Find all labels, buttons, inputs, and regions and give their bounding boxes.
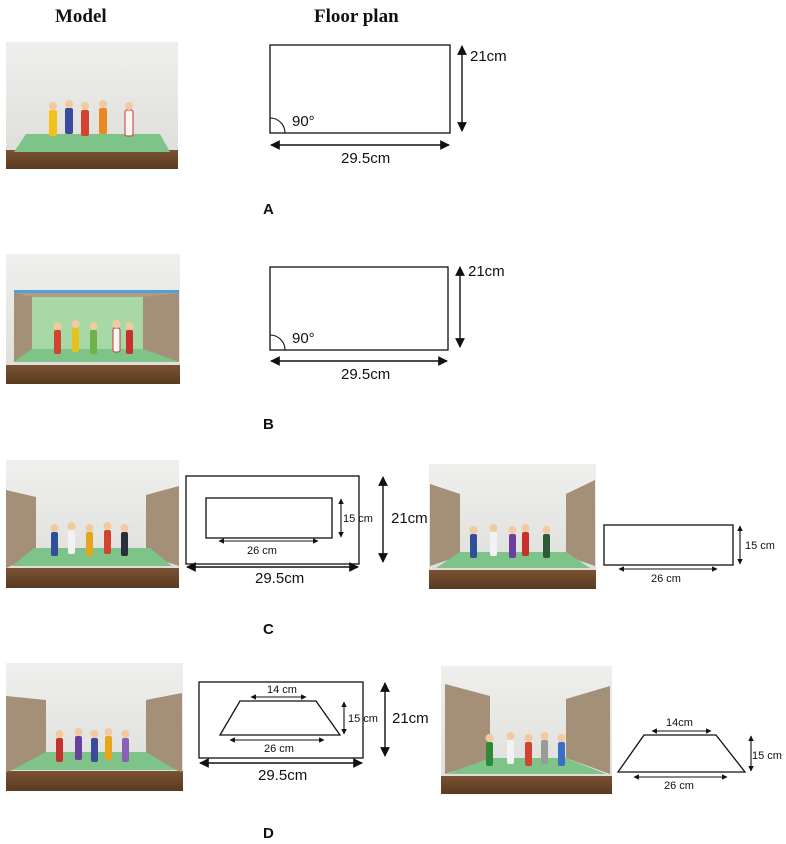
bottom-width-label: 26 cm bbox=[264, 743, 294, 755]
height-label: 21cm bbox=[468, 263, 505, 280]
right-angle-arc bbox=[269, 334, 286, 351]
panel-a-photo bbox=[6, 42, 178, 169]
rectangle-shape bbox=[603, 524, 734, 566]
figures-group bbox=[49, 100, 134, 137]
panel-b-floor-plan: 90° 21cm 29.5cm bbox=[269, 263, 505, 383]
panel-d-floor-plan-left: 14 cm 15 cm 26 cm 21cm 29.5cm bbox=[198, 681, 429, 784]
panel-c-photo-left bbox=[6, 460, 179, 588]
panel-d-photo-right bbox=[441, 666, 612, 794]
bottom-width-label: 26 cm bbox=[664, 780, 694, 792]
panel-label-b: B bbox=[263, 416, 274, 433]
right-angle-arc bbox=[269, 117, 286, 134]
inner-width-label: 26 cm bbox=[247, 545, 277, 557]
top-width-label: 14cm bbox=[666, 717, 693, 729]
rectangle-shape bbox=[269, 266, 449, 351]
panel-c-floor-plan-left: 15 cm 26 cm 21cm 29.5cm bbox=[185, 475, 428, 587]
width-label: 29.5cm bbox=[341, 150, 390, 167]
panel-label-c: C bbox=[263, 621, 274, 638]
inner-height-label: 15 cm bbox=[343, 513, 373, 525]
height-label: 15 cm bbox=[752, 750, 782, 762]
angle-label: 90° bbox=[292, 113, 315, 130]
height-label: 21cm bbox=[470, 48, 507, 65]
width-label: 26 cm bbox=[651, 573, 681, 585]
header-model: Model bbox=[55, 6, 107, 27]
outer-height-label: 21cm bbox=[391, 510, 428, 527]
panel-d-floor-plan-right: 14cm 15 cm 26 cm bbox=[616, 717, 782, 792]
panel-label-a: A bbox=[263, 201, 274, 218]
panel-c-photo-right bbox=[429, 464, 596, 589]
outer-height-label: 21cm bbox=[392, 710, 429, 727]
top-width-label: 14 cm bbox=[267, 684, 297, 696]
height-label: 15 cm bbox=[348, 713, 378, 725]
trapezoid-shape bbox=[616, 734, 747, 773]
panel-label-d: D bbox=[263, 825, 274, 842]
panel-c-floor-plan-right: 15 cm 26 cm bbox=[603, 524, 775, 585]
panel-d-photo-left bbox=[6, 663, 183, 791]
trapezoid-shape bbox=[218, 700, 342, 736]
header-floor-plan: Floor plan bbox=[314, 6, 399, 27]
inner-rectangle bbox=[205, 497, 333, 539]
panel-a-floor-plan: 90° 21cm 29.5cm bbox=[269, 44, 507, 167]
outer-width-label: 29.5cm bbox=[255, 570, 304, 587]
width-label: 29.5cm bbox=[341, 366, 390, 383]
height-label: 15 cm bbox=[745, 540, 775, 552]
angle-label: 90° bbox=[292, 330, 315, 347]
rectangle-shape bbox=[269, 44, 451, 134]
panel-b-photo bbox=[6, 254, 180, 384]
outer-width-label: 29.5cm bbox=[258, 767, 307, 784]
